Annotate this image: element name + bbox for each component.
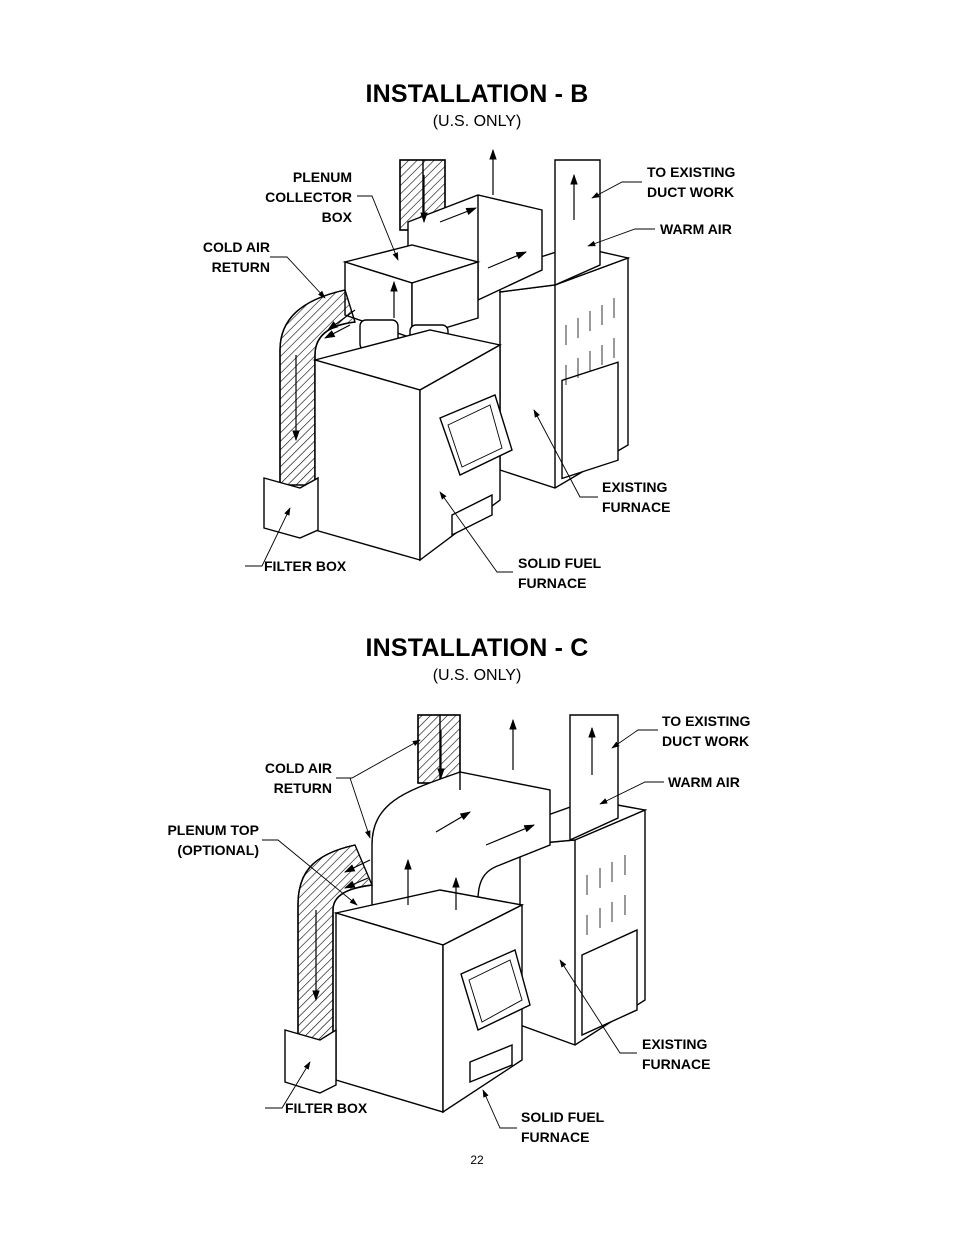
existing-furnace-c	[519, 799, 648, 1046]
cold-air-duct-c	[417, 714, 461, 784]
label-cold-air-return-c: COLD AIR RETURN	[264, 760, 332, 796]
label-cold-air-return-b: COLD AIR RETURN	[202, 239, 270, 275]
solid-fuel-furnace-b	[312, 329, 513, 562]
label-existing-furnace-c: EXISTING FURNACE	[642, 1036, 711, 1072]
installation-b-subtitle: (U.S. ONLY)	[432, 113, 522, 130]
label-plenum-top-c: PLENUM TOP (OPTIONAL)	[167, 822, 259, 858]
diagram-c	[284, 714, 648, 1114]
warm-air-duct-b	[554, 159, 601, 287]
installation-b-title: INSTALLATION - B	[365, 80, 589, 108]
label-to-existing-duct-work-b: TO EXISTING DUCT WORK	[647, 164, 736, 200]
airflow-arrows-b	[292, 148, 578, 442]
label-warm-air-b: WARM AIR	[660, 221, 732, 237]
label-plenum-collector-box-b: PLENUM COLLECTOR BOX	[265, 169, 352, 225]
label-solid-fuel-furnace-b: SOLID FUEL FURNACE	[518, 555, 602, 591]
filter-box-b	[263, 476, 319, 539]
installation-c-subtitle: (U.S. ONLY)	[432, 667, 522, 684]
filter-box-c	[284, 1028, 337, 1094]
label-existing-furnace-b: EXISTING FURNACE	[602, 479, 671, 515]
label-filter-box-c: FILTER BOX	[285, 1100, 368, 1116]
leader-lines-c	[262, 729, 664, 1129]
plenum-duct-c	[371, 771, 551, 921]
leader-lines-b	[245, 181, 655, 573]
airflow-arrows-c	[312, 718, 596, 1002]
label-solid-fuel-furnace-c: SOLID FUEL FURNACE	[521, 1109, 605, 1145]
warm-air-duct-c	[569, 714, 619, 842]
label-warm-air-c: WARM AIR	[668, 774, 740, 790]
solid-fuel-furnace-c	[333, 889, 531, 1114]
label-to-existing-duct-work-c: TO EXISTING DUCT WORK	[662, 713, 751, 749]
ash-door-b	[451, 493, 493, 537]
label-filter-box-b: FILTER BOX	[264, 558, 347, 574]
page-number: 22	[470, 1153, 484, 1167]
installation-c-title: INSTALLATION - C	[365, 634, 589, 662]
ash-door-c	[469, 1043, 513, 1084]
existing-furnace-b	[499, 245, 631, 489]
